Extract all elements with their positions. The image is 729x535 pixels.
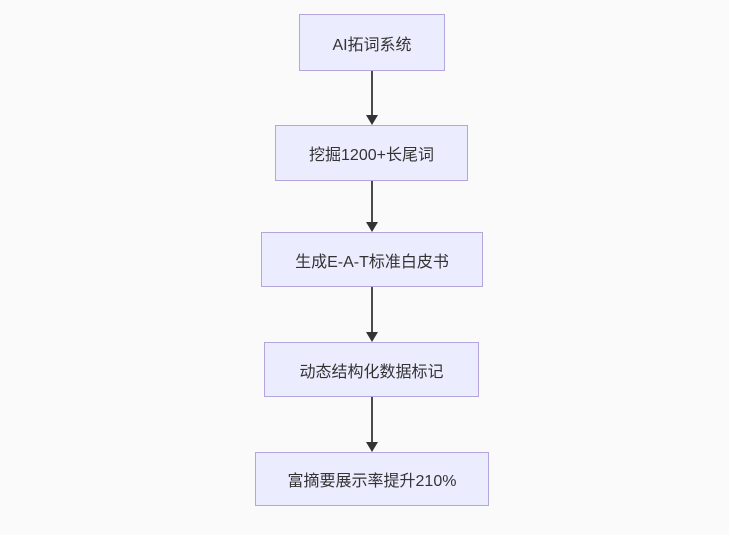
arrow-shaft [371,71,373,115]
arrow-shaft [371,181,373,222]
node-label: AI拓词系统 [332,36,412,54]
flowchart-node-1: AI拓词系统 [299,14,445,71]
node-label: 动态结构化数据标记 [299,363,444,381]
arrow-shaft [371,397,373,442]
node-label: 生成E-A-T标准白皮书 [295,253,449,271]
arrow-down-icon [366,115,378,125]
flowchart-node-3: 生成E-A-T标准白皮书 [261,232,483,287]
arrow-down-icon [366,332,378,342]
flowchart-node-5: 富摘要展示率提升210% [255,452,489,506]
node-label: 挖掘1200+长尾词 [309,147,434,164]
flowchart-node-4: 动态结构化数据标记 [264,342,479,397]
arrow-down-icon [366,222,378,232]
node-label: 富摘要展示率提升210% [287,473,457,490]
arrow-down-icon [366,442,378,452]
flow-arrow-4 [366,397,378,452]
flowchart-node-2: 挖掘1200+长尾词 [275,125,468,181]
flow-arrow-3 [366,287,378,342]
flow-arrow-1 [366,71,378,125]
arrow-shaft [371,287,373,332]
flow-arrow-2 [366,181,378,232]
